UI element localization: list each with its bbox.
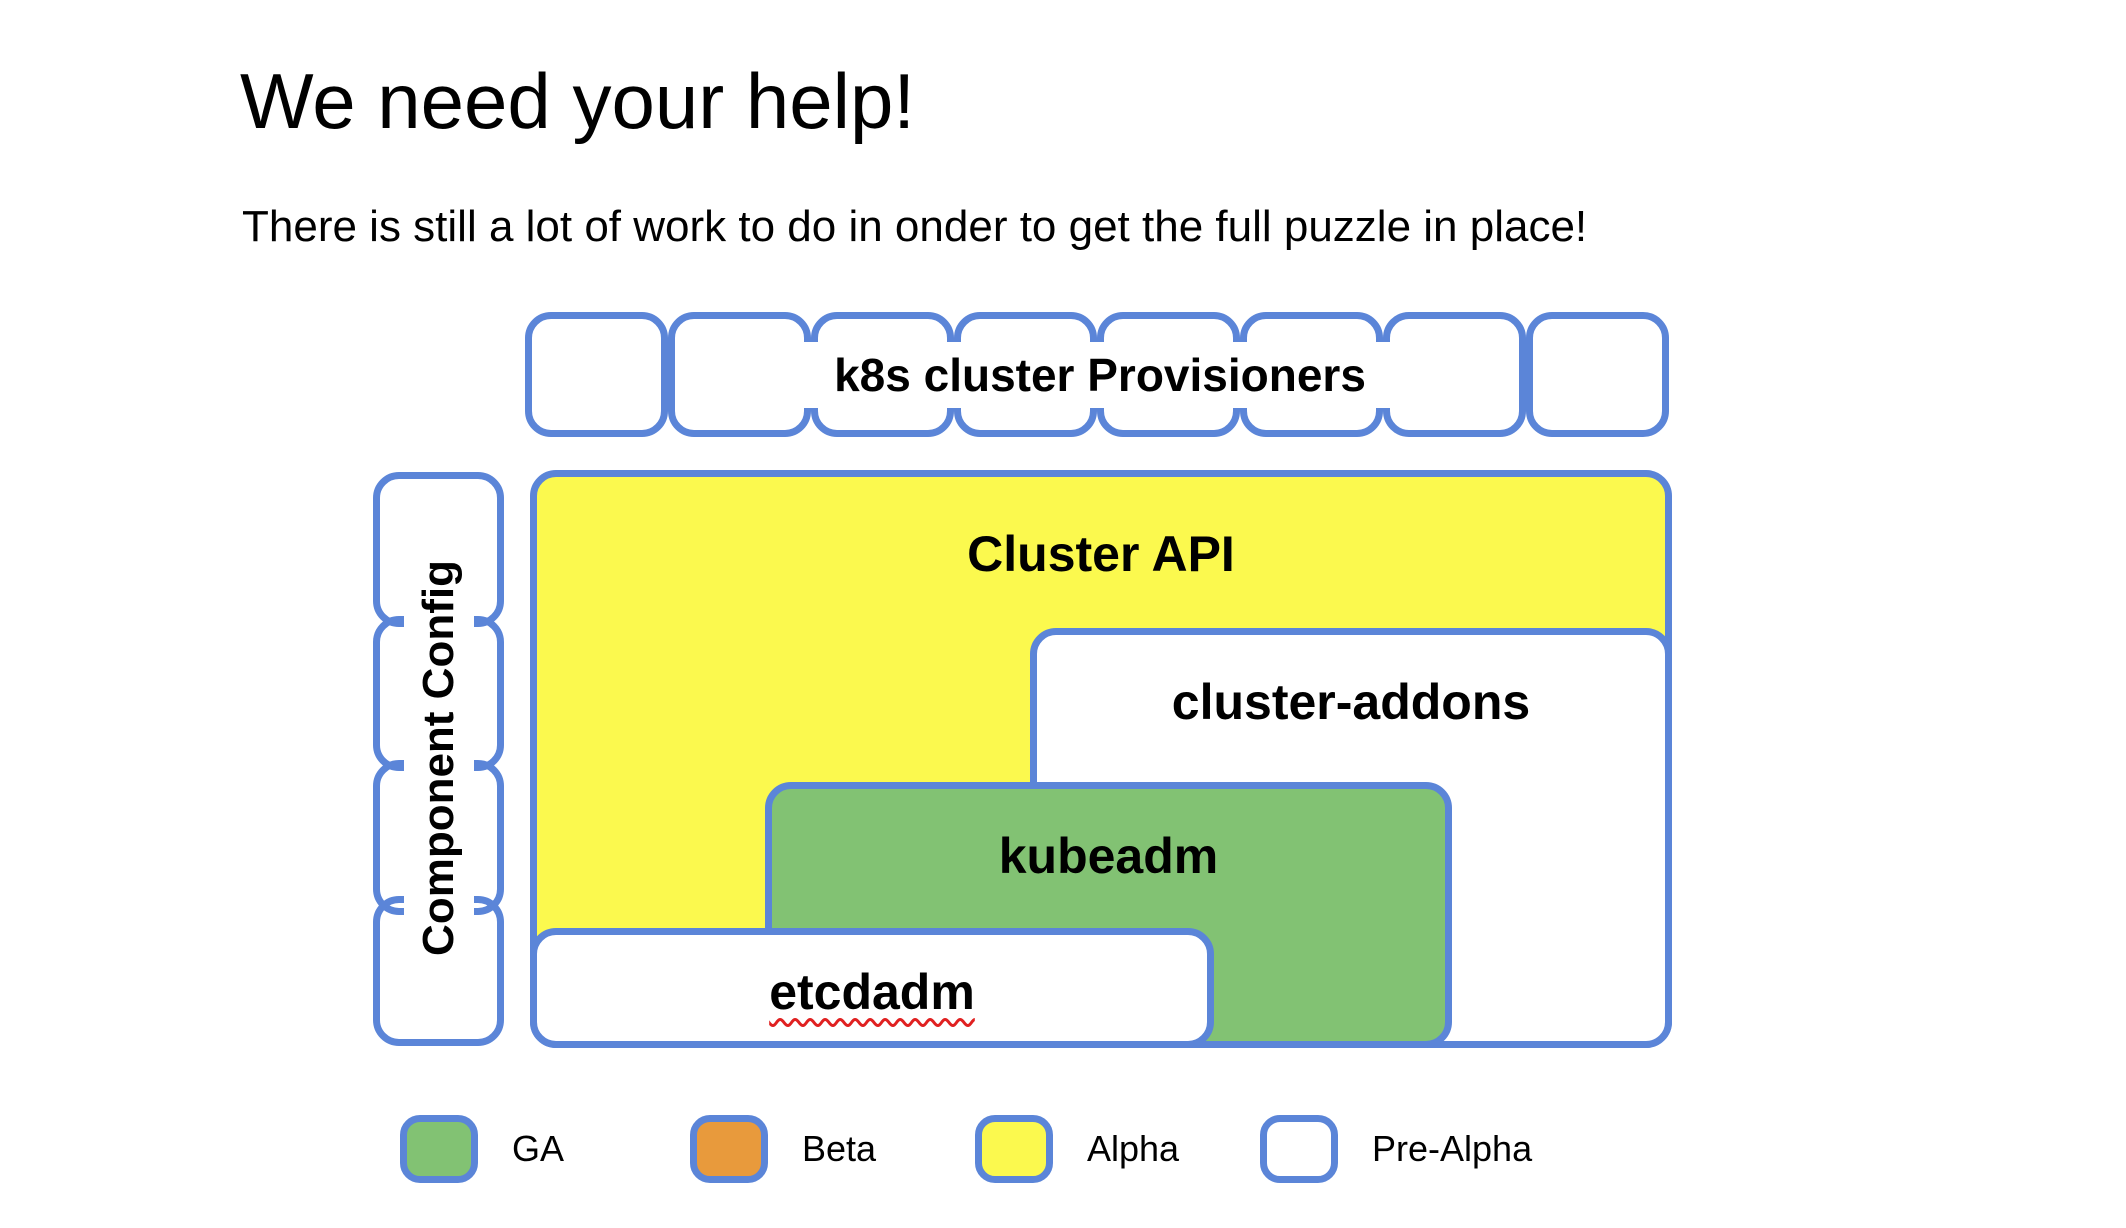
legend-item-pre-alpha: Pre-Alpha: [1260, 1115, 1532, 1183]
box-etcdadm: etcdadm: [530, 928, 1214, 1048]
provisioner-cell-8: [1526, 312, 1669, 437]
provisioner-label-band: k8s cluster Provisioners: [735, 342, 1465, 408]
box-etcdadm-label: etcdadm: [769, 964, 975, 1020]
status-legend: GA Beta Alpha Pre-Alpha: [400, 1115, 1700, 1205]
box-kubeadm-label: kubeadm: [998, 828, 1219, 884]
legend-swatch-pre-alpha: [1260, 1115, 1338, 1183]
legend-label-beta: Beta: [802, 1128, 877, 1169]
box-cluster-api-label: Cluster API: [967, 526, 1235, 582]
legend-swatch-ga: [400, 1115, 478, 1183]
legend-label-pre-alpha: Pre-Alpha: [1372, 1128, 1533, 1169]
legend-swatch-alpha: [975, 1115, 1053, 1183]
legend-label-ga: GA: [512, 1128, 565, 1169]
provisioner-cell-1: [525, 312, 668, 437]
component-config-label-band: Component Config: [404, 500, 474, 1016]
legend-swatch-beta: [690, 1115, 768, 1183]
legend-label-alpha: Alpha: [1087, 1128, 1180, 1169]
legend-item-ga: GA: [400, 1115, 564, 1183]
legend-item-beta: Beta: [690, 1115, 876, 1183]
provisioner-label: k8s cluster Provisioners: [834, 349, 1366, 401]
page-title: We need your help!: [240, 57, 915, 146]
box-cluster-addons-label: cluster-addons: [1171, 674, 1531, 730]
legend-item-alpha: Alpha: [975, 1115, 1179, 1183]
component-config-label: Component Config: [414, 560, 464, 956]
page-subtitle: There is still a lot of work to do in on…: [242, 202, 1588, 251]
